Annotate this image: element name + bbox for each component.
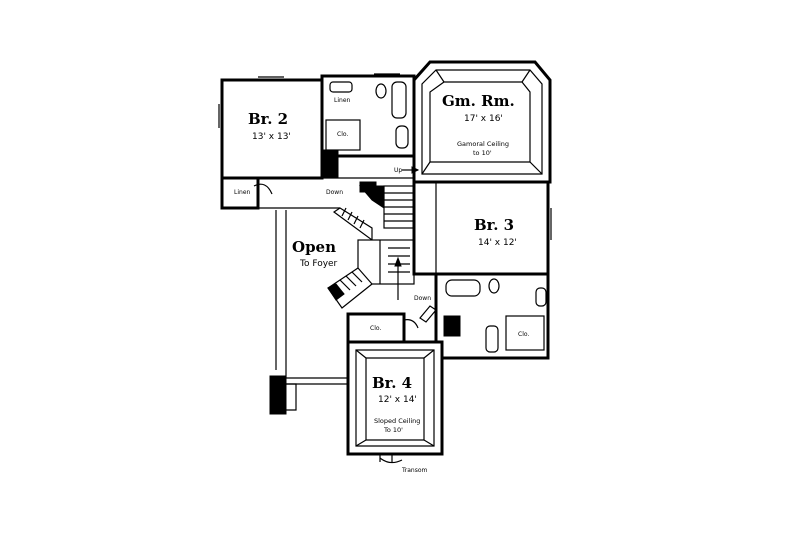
open-to-foyer-sub: To Foyer [299,259,338,269]
transom-label: Transom [401,467,428,474]
game-room-ceiling-height: to 10' [473,149,492,157]
bedroom-3-dims: 14' x 12' [478,238,517,248]
hall-bath-top [320,73,416,158]
open-to-foyer-title: Open [292,238,336,256]
bedroom-4-ceiling-note: Sloped Ceiling [374,417,420,425]
open-to-foyer [269,210,348,415]
closet-br4 [346,305,437,344]
closet-label-br2: Clo. [337,131,348,138]
bedroom-4 [346,340,444,456]
bedroom-4-ceiling-height: To 10' [383,426,403,434]
down-label-mid: Down [414,295,431,302]
bedroom-4-title: Br. 4 [372,374,412,392]
closet-label-br3: Clo. [518,331,529,338]
closet-label-br4: Clo. [370,325,381,332]
game-room [412,60,552,184]
linen-label-left: Linen [234,189,251,196]
bedroom-2 [218,76,324,180]
bedroom-4-dims: 12' x 14' [378,395,417,405]
game-room-dims: 17' x 16' [464,114,503,124]
up-arrow-icon [402,166,420,174]
up-label: Up [394,167,402,174]
linen-closet-left [220,176,260,210]
staircase [327,185,415,309]
bath-br3 [434,272,550,360]
bedroom-2-title: Br. 2 [248,110,288,128]
bedroom-2-dims: 13' x 13' [252,132,291,142]
transom-window [379,454,403,464]
linen-label-top: Linen [334,97,351,104]
bedroom-3 [412,180,552,276]
wall-block [321,149,339,179]
game-room-ceiling-note: Gamoral Ceiling [457,140,509,148]
bedroom-3-title: Br. 3 [474,216,514,234]
game-room-title: Gm. Rm. [442,92,515,110]
hallway [253,177,414,209]
down-label-top: Down [326,189,343,196]
